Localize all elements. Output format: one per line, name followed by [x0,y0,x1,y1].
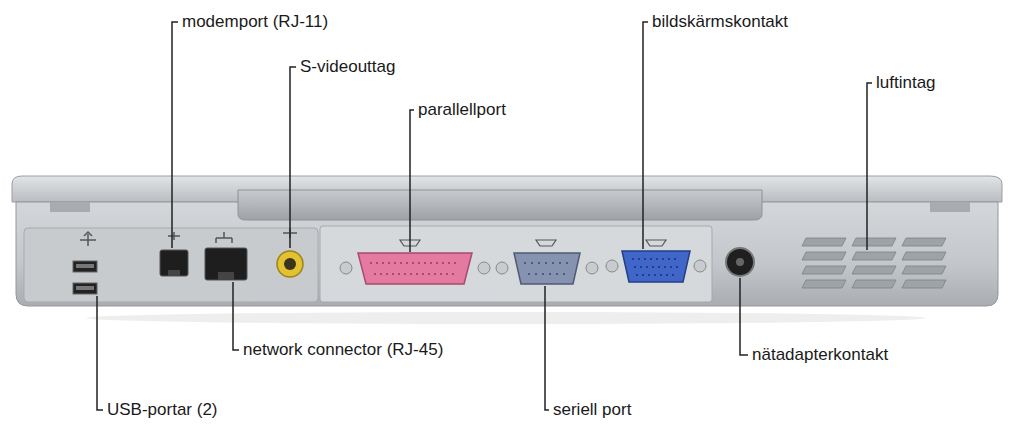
air-vents [802,238,946,288]
serial-icon [536,240,556,246]
part-label: network connector (RJ-45) [243,339,443,361]
vent-slot [902,266,946,274]
port-panel [320,226,712,302]
screw [586,262,598,274]
usb-icon [80,232,96,246]
vga-icon [646,240,666,246]
part-label: modemport (RJ-11) [182,11,328,33]
modem-icon [168,232,180,240]
part-label: seriell port [553,399,631,421]
screw [606,260,618,272]
leader-line [867,83,872,250]
vent-slot [852,252,896,260]
svideo-port [284,258,296,270]
port-area [24,228,318,302]
leader-line [97,296,103,410]
foot [930,202,970,212]
vga-port [622,251,690,282]
leader-line [233,282,239,350]
leader-line [172,22,178,248]
hinge [238,190,762,220]
screw [340,262,352,274]
power-jack [736,258,744,266]
vent-slot [852,238,896,246]
usb-port [73,261,97,272]
network-icon [216,232,232,243]
parallel-port [358,253,472,284]
usb-port [73,283,97,294]
foot [50,202,90,212]
shadow [86,312,926,324]
part-label: parallellport [418,99,506,121]
part-label: bildskärmskontakt [652,11,788,33]
vga-pins [632,259,680,275]
part-label: nätadapterkontakt [752,344,888,366]
screw [694,260,706,272]
vent-slot [802,280,846,288]
part-label: S-videouttag [300,56,395,78]
vent-slot [802,266,846,274]
leader-line [290,67,296,248]
power-jack [726,248,754,276]
part-label: USB-portar (2) [107,399,218,421]
network-port [205,248,247,280]
network-port [218,272,234,280]
serial-pins [524,263,570,274]
usb-port [76,264,94,268]
part-label: luftintag [876,72,936,94]
screw [496,262,508,274]
vent-slot [902,252,946,260]
vent-slot [852,280,896,288]
vent-slot [902,280,946,288]
vent-slot [802,238,846,246]
modem-port [160,250,188,276]
leader-line [410,110,414,252]
vent-slot [852,266,896,274]
leader-line [643,22,648,249]
serial-port [514,253,580,284]
usb-port [76,286,94,290]
leader-line [740,278,748,355]
vent-slot [802,252,846,260]
modem-port [168,270,180,276]
parallel-pins [370,263,460,274]
vent-slot [902,238,946,246]
svideo-port [277,251,303,277]
screw [478,262,490,274]
leader-line [545,286,549,410]
